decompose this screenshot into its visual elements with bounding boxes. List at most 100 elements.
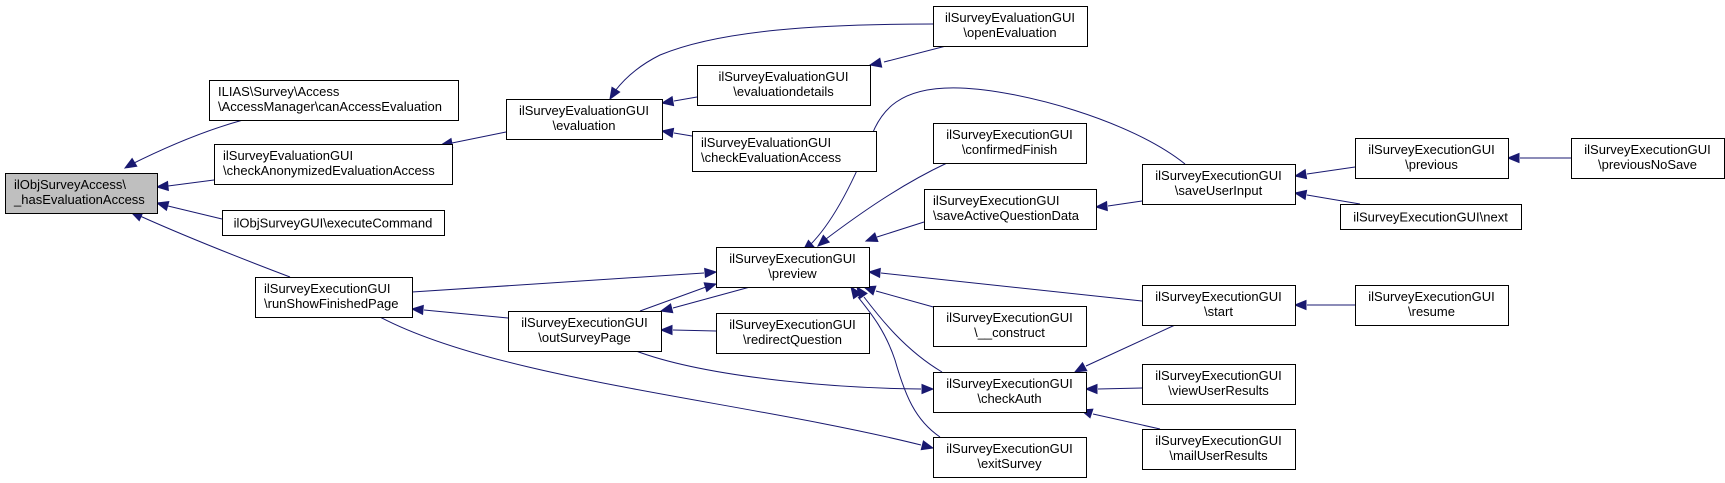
node-label-line: ilSurveyExecutionGUI — [1155, 433, 1281, 448]
edge-line — [857, 296, 941, 438]
node-confirmedFinish[interactable]: ilSurveyExecutionGUI\confirmedFinish — [933, 123, 1087, 164]
edge-previousNoSave-to-previous — [1506, 152, 1571, 164]
node-label-line: \previousNoSave — [1598, 157, 1697, 172]
node-label-line: ilSurveyEvaluationGUI — [718, 69, 848, 84]
edge-line — [411, 272, 705, 293]
node-label-line: \mailUserResults — [1169, 448, 1268, 463]
node-previousNoSave[interactable]: ilSurveyExecutionGUI\previousNoSave — [1571, 138, 1725, 179]
node-canAccessEvaluation[interactable]: ILIAS\Survey\Access\AccessManager\canAcc… — [209, 80, 459, 121]
node-redirectQuestion[interactable]: ilSurveyExecutionGUI\redirectQuestion — [716, 313, 870, 354]
node-box — [692, 131, 877, 172]
node-box — [1340, 204, 1522, 230]
edge-line — [167, 205, 223, 220]
edge-saveUserInput-to-saveActiveQuestionData — [1094, 200, 1143, 212]
edge-checkEvaluationAccess-to-evaluation — [660, 127, 693, 139]
edge-line — [1085, 324, 1176, 367]
node-start[interactable]: ilSurveyExecutionGUI\start — [1142, 285, 1296, 326]
edge-start-to-checkAuth — [1073, 324, 1176, 373]
node-exitSurvey[interactable]: ilSurveyExecutionGUI\exitSurvey — [933, 437, 1087, 478]
node-box — [716, 313, 870, 354]
arrowhead-icon — [659, 303, 674, 314]
edge-line — [875, 290, 938, 309]
node-viewUserResults[interactable]: ilSurveyExecutionGUI\viewUserResults — [1142, 364, 1296, 405]
node-label-line: \confirmedFinish — [962, 142, 1057, 157]
node-label-line: ilSurveyEvaluationGUI — [223, 148, 353, 163]
edge-line — [167, 179, 215, 187]
node-saveUserInput[interactable]: ilSurveyExecutionGUI\saveUserInput — [1142, 164, 1296, 205]
edge-mailUserResults-to-checkAuth — [1079, 408, 1161, 430]
edges-layer — [123, 23, 1571, 451]
edge-resume-to-start — [1293, 299, 1355, 311]
node-runShowFinishedPage[interactable]: ilSurveyExecutionGUI\runShowFinishedPage — [255, 277, 413, 318]
edge-evaluationdetails-to-evaluation — [660, 95, 698, 107]
edge-redirectQuestion-to-outSurveyPage — [659, 324, 717, 336]
node-checkEvaluationAccess[interactable]: ilSurveyEvaluationGUI\checkEvaluationAcc… — [692, 131, 877, 172]
arrowhead-icon — [660, 127, 675, 139]
node-outSurveyPage[interactable]: ilSurveyExecutionGUI\outSurveyPage — [508, 311, 662, 352]
node-evaluationdetails[interactable]: ilSurveyEvaluationGUI\evaluationdetails — [697, 65, 871, 106]
arrowhead-icon — [868, 57, 883, 68]
edge-line — [825, 162, 948, 240]
arrowhead-icon — [659, 324, 673, 336]
node-evaluation[interactable]: ilSurveyEvaluationGUI\evaluation — [506, 99, 663, 140]
node-next[interactable]: ilSurveyExecutionGUI\next — [1340, 204, 1522, 230]
node-box — [1142, 364, 1296, 405]
edge-outSurveyPage-to-checkAuth — [635, 350, 935, 395]
node-executeCommand[interactable]: ilObjSurveyGUI\executeCommand — [222, 210, 445, 236]
edge-line — [672, 329, 717, 332]
edge-line — [139, 215, 291, 278]
node-box — [716, 247, 870, 288]
arrowhead-icon — [1293, 299, 1307, 311]
edge-line — [876, 221, 925, 238]
edge-checkAnonymizedEvaluationAccess-to-root — [155, 179, 215, 192]
node-root[interactable]: ilObjSurveyAccess\_hasEvaluationAccess — [5, 173, 158, 214]
arrowhead-icon — [817, 234, 831, 247]
edge-outSurveyPage-to-preview — [639, 282, 718, 312]
node-box — [933, 306, 1087, 347]
node-mailUserResults[interactable]: ilSurveyExecutionGUI\mailUserResults — [1142, 429, 1296, 470]
node-box — [924, 189, 1097, 230]
arrowhead-icon — [609, 86, 621, 101]
edge-line — [639, 286, 707, 312]
node-construct[interactable]: ilSurveyExecutionGUI\__construct — [933, 306, 1087, 347]
node-label-line: \redirectQuestion — [743, 332, 842, 347]
node-label-line: ilSurveyExecutionGUI — [729, 317, 855, 332]
node-label-line: \checkAuth — [977, 391, 1041, 406]
node-label-line: \previous — [1405, 157, 1458, 172]
node-preview[interactable]: ilSurveyExecutionGUI\preview — [716, 247, 870, 288]
arrowhead-icon — [703, 282, 718, 293]
node-resume[interactable]: ilSurveyExecutionGUI\resume — [1355, 285, 1509, 326]
arrowhead-icon — [920, 440, 935, 451]
edge-exitSurvey-to-preview — [850, 285, 941, 438]
edge-line — [1306, 194, 1361, 205]
node-previous[interactable]: ilSurveyExecutionGUI\previous — [1355, 138, 1509, 179]
arrowhead-icon — [850, 285, 862, 300]
arrowhead-icon — [1073, 361, 1088, 373]
node-label-line: \checkAnonymizedEvaluationAccess — [223, 163, 435, 178]
edge-line — [1097, 387, 1143, 390]
node-box — [933, 437, 1087, 478]
node-label-line: \AccessManager\canAccessEvaluation — [218, 99, 442, 114]
node-label-line: ilSurveyExecutionGUI — [729, 251, 855, 266]
edge-outSurveyPage-to-runShowFinishedPage — [410, 304, 509, 319]
edge-line — [423, 309, 509, 319]
node-label-line: ilSurveyExecutionGUI — [933, 193, 1059, 208]
edge-line — [809, 87, 1186, 246]
node-box — [1142, 164, 1296, 205]
edge-runShowFinishedPage-to-exitSurvey — [379, 316, 935, 451]
edge-line — [379, 316, 922, 446]
node-box — [508, 311, 662, 352]
node-checkAnonymizedEvaluationAccess[interactable]: ilSurveyEvaluationGUI\checkAnonymizedEva… — [214, 144, 453, 185]
node-checkAuth[interactable]: ilSurveyExecutionGUI\checkAuth — [933, 372, 1087, 413]
arrowhead-icon — [410, 304, 424, 316]
edge-preview-to-outSurveyPage — [659, 286, 751, 314]
node-label-line: \runShowFinishedPage — [264, 296, 398, 311]
edge-canAccessEvaluation-to-root — [123, 119, 244, 169]
node-openEvaluation[interactable]: ilSurveyEvaluationGUI\openEvaluation — [933, 6, 1088, 47]
node-saveActiveQuestionData[interactable]: ilSurveyExecutionGUI\saveActiveQuestionD… — [924, 189, 1097, 230]
node-label-line: ilSurveyExecutionGUI — [946, 376, 1072, 391]
node-box — [697, 65, 871, 106]
edge-line — [673, 132, 693, 137]
edge-line — [1092, 413, 1161, 430]
